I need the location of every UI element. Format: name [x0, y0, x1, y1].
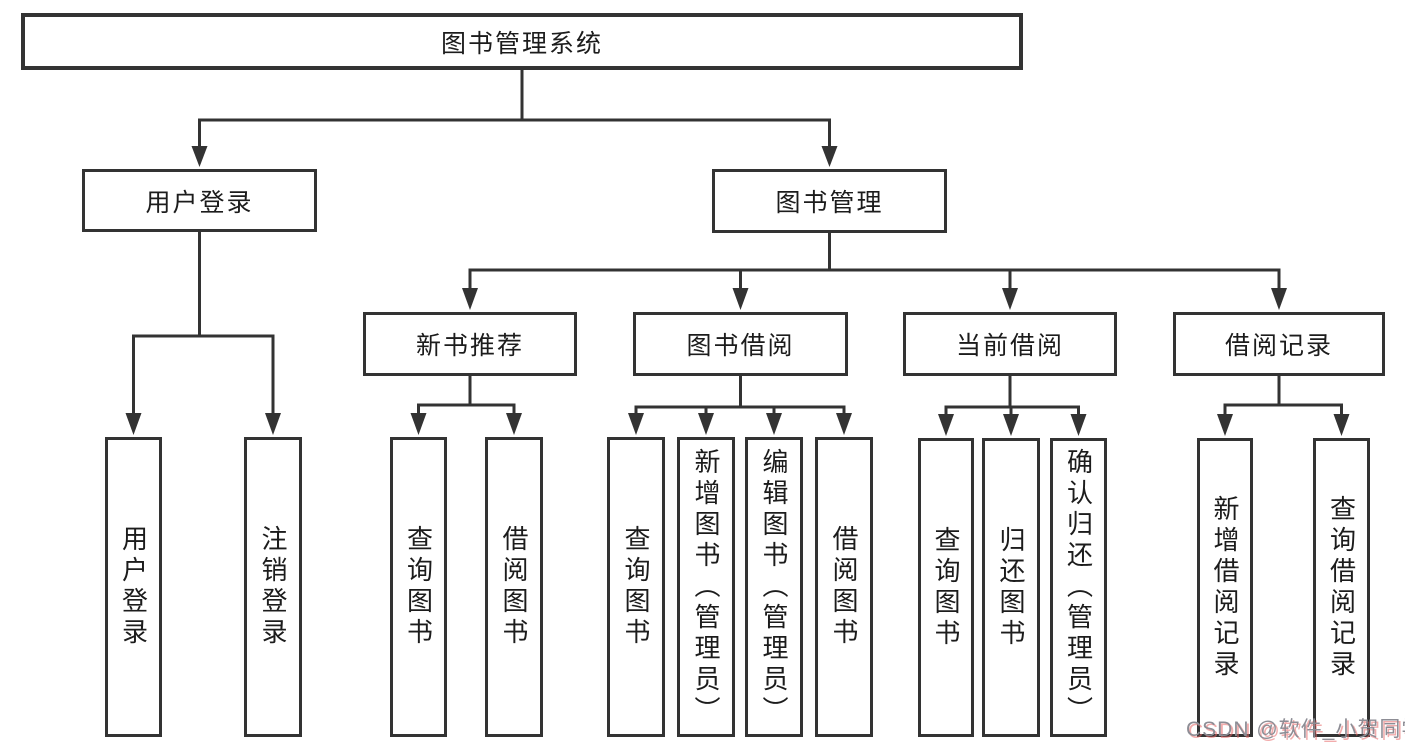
node-book-management: 图书管理	[712, 169, 947, 233]
leaf-user-login-label: 用户登录	[118, 525, 149, 649]
leaf-borrow-books-borrow: 借阅图书	[815, 437, 873, 737]
down-arrowheads	[125, 146, 1350, 436]
leaf-query-books-newbook-label: 查询图书	[403, 525, 434, 649]
leaf-query-books-borrow: 查询图书	[607, 437, 665, 737]
node-new-book-recommend-label: 新书推荐	[415, 332, 524, 360]
leaf-add-borrow-record-label: 新增借阅记录	[1210, 494, 1240, 681]
leaf-edit-book-admin-label: 编辑图书（管理员）	[759, 447, 789, 727]
node-user-login: 用户登录	[82, 169, 317, 232]
node-user-login-label: 用户登录	[145, 188, 254, 217]
leaf-borrow-books-newbook: 借阅图书	[485, 437, 543, 737]
leaf-borrow-books-borrow-label: 借阅图书	[829, 525, 859, 649]
leaf-logout: 注销登录	[244, 437, 302, 737]
leaf-add-book-admin: 新增图书（管理员）	[677, 437, 735, 737]
leaf-query-books-current-label: 查询图书	[931, 525, 961, 650]
leaf-query-books-borrow-label: 查询图书	[621, 525, 651, 649]
leaf-logout-label: 注销登录	[258, 525, 288, 649]
leaf-add-book-admin-label: 新增图书（管理员）	[691, 447, 721, 727]
node-library-system-label: 图书管理系统	[440, 29, 603, 58]
connector-current-borrowing-children	[944, 375, 1080, 417]
leaf-query-borrow-record: 查询借阅记录	[1313, 438, 1370, 737]
leaf-user-login: 用户登录	[105, 437, 162, 737]
leaf-return-books: 归还图书	[982, 438, 1040, 737]
connector-book-management-children	[468, 233, 1281, 292]
leaf-confirm-return-admin-label: 确认归还（管理员）	[1063, 448, 1094, 727]
leaf-query-books-current: 查询图书	[918, 438, 974, 737]
leaf-confirm-return-admin: 确认归还（管理员）	[1050, 438, 1107, 737]
leaf-query-books-newbook: 查询图书	[390, 437, 447, 737]
leaf-edit-book-admin: 编辑图书（管理员）	[745, 437, 803, 737]
node-current-borrowing-label: 当前借阅	[955, 332, 1064, 360]
leaf-return-books-label: 归还图书	[996, 525, 1026, 650]
connector-records-children	[1223, 375, 1343, 417]
node-borrowing-records-label: 借阅记录	[1224, 332, 1333, 360]
leaf-borrow-books-newbook-label: 借阅图书	[499, 525, 529, 649]
leaf-add-borrow-record: 新增借阅记录	[1197, 438, 1253, 737]
node-library-system: 图书管理系统	[21, 13, 1023, 70]
connector-user-login-children	[132, 232, 275, 416]
node-book-borrowing: 图书借阅	[633, 312, 848, 376]
watermark: CSDN @软件_小贺同学	[1186, 718, 1405, 741]
node-new-book-recommend: 新书推荐	[363, 312, 577, 376]
node-book-management-label: 图书管理	[775, 189, 884, 217]
node-borrowing-records: 借阅记录	[1173, 312, 1385, 376]
connector-book-borrowing-children	[634, 375, 846, 416]
node-current-borrowing: 当前借阅	[903, 312, 1117, 376]
connector-new-book-children	[417, 375, 516, 416]
leaf-query-borrow-record-label: 查询借阅记录	[1326, 494, 1357, 681]
connector-root-to-level2	[198, 70, 831, 150]
node-book-borrowing-label: 图书借阅	[686, 332, 795, 360]
